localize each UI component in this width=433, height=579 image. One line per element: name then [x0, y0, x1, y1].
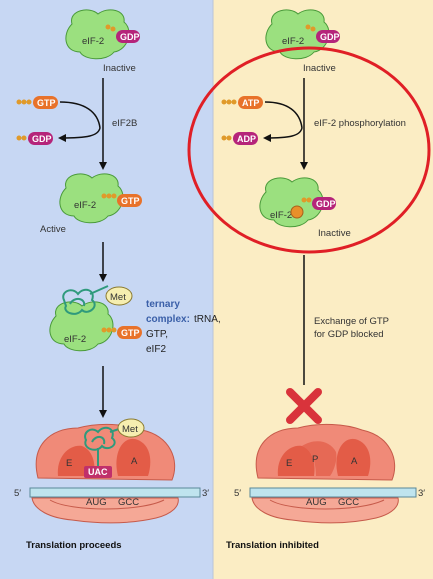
- svg-text:eIF-2: eIF-2: [270, 210, 292, 221]
- svg-text:A: A: [131, 456, 138, 467]
- right-top-state: Inactive: [303, 63, 336, 74]
- svg-text:GTP: GTP: [37, 98, 56, 108]
- left-gdp-out: GDP: [16, 132, 53, 145]
- left-gtp-in: GTP: [16, 96, 58, 109]
- left-eif2-active: eIF-2 GTP: [59, 173, 142, 224]
- exchange-label-2: for GDP blocked: [314, 329, 384, 340]
- svg-text:ATP: ATP: [242, 98, 259, 108]
- left-top-protein-label: eIF-2: [82, 36, 104, 47]
- right-enzyme-label: eIF-2 phosphorylation: [314, 118, 406, 129]
- left-caption: Translation proceeds: [26, 540, 122, 551]
- exchange-label-1: Exchange of GTP: [314, 316, 389, 327]
- svg-text:complex:: complex:: [146, 314, 190, 325]
- svg-text:AUG: AUG: [306, 497, 327, 508]
- svg-text:GDP: GDP: [32, 134, 52, 144]
- left-ribosome: E A Met UAC: [31, 418, 179, 524]
- svg-text:3′: 3′: [202, 488, 209, 499]
- svg-text:eIF2: eIF2: [146, 344, 166, 355]
- left-enzyme-label: eIF2B: [112, 118, 137, 129]
- svg-text:eIF-2: eIF-2: [74, 200, 96, 211]
- right-ribosome: E P A: [251, 423, 399, 524]
- svg-text:GTP: GTP: [121, 196, 140, 206]
- svg-text:5′: 5′: [234, 488, 241, 499]
- right-eif2-inactive: eIF-2 GDP: [265, 9, 340, 60]
- svg-text:Met: Met: [122, 424, 138, 435]
- right-atp-in: ATP: [221, 96, 263, 109]
- svg-text:ADP: ADP: [237, 134, 256, 144]
- left-top-state: Inactive: [103, 63, 136, 74]
- left-top-nucleotide: GDP: [120, 32, 140, 42]
- svg-text:GCC: GCC: [118, 497, 139, 508]
- left-panel: [0, 0, 213, 579]
- right-mid-state: Inactive: [318, 228, 351, 239]
- left-mrna: 5′ 3′ AUG GCC: [14, 487, 209, 508]
- svg-text:3′: 3′: [418, 488, 425, 499]
- svg-text:ternary: ternary: [146, 299, 180, 310]
- left-mid-state: Active: [40, 224, 66, 235]
- svg-text:Met: Met: [110, 292, 126, 303]
- right-eif2-phosphorylated: eIF-2 GDP: [259, 177, 336, 228]
- block-x-icon: [286, 388, 322, 424]
- svg-text:GDP: GDP: [316, 199, 336, 209]
- svg-text:GTP,: GTP,: [146, 329, 168, 340]
- left-eif2-inactive: eIF-2 GDP: [65, 9, 140, 60]
- right-caption: Translation inhibited: [226, 540, 319, 551]
- svg-text:GCC: GCC: [338, 497, 359, 508]
- svg-text:eIF-2: eIF-2: [64, 334, 86, 345]
- svg-text:AUG: AUG: [86, 497, 107, 508]
- svg-text:tRNA,: tRNA,: [194, 314, 221, 325]
- svg-text:UAC: UAC: [88, 467, 108, 477]
- svg-text:P: P: [312, 454, 318, 465]
- ternary-complex-label: ternary complex: tRNA, GTP, eIF2: [146, 299, 221, 355]
- left-ternary-complex: eIF-2 Met GTP: [49, 285, 142, 352]
- svg-text:eIF-2: eIF-2: [282, 36, 304, 47]
- highlight-circle: [187, 46, 431, 254]
- right-adp-out: ADP: [221, 132, 258, 145]
- svg-text:GDP: GDP: [320, 32, 340, 42]
- right-mrna: 5′ 3′ AUG GCC: [234, 487, 425, 508]
- svg-text:E: E: [66, 458, 72, 469]
- svg-text:E: E: [286, 458, 292, 469]
- svg-text:5′: 5′: [14, 488, 21, 499]
- svg-text:GTP: GTP: [121, 328, 140, 338]
- svg-text:A: A: [351, 456, 358, 467]
